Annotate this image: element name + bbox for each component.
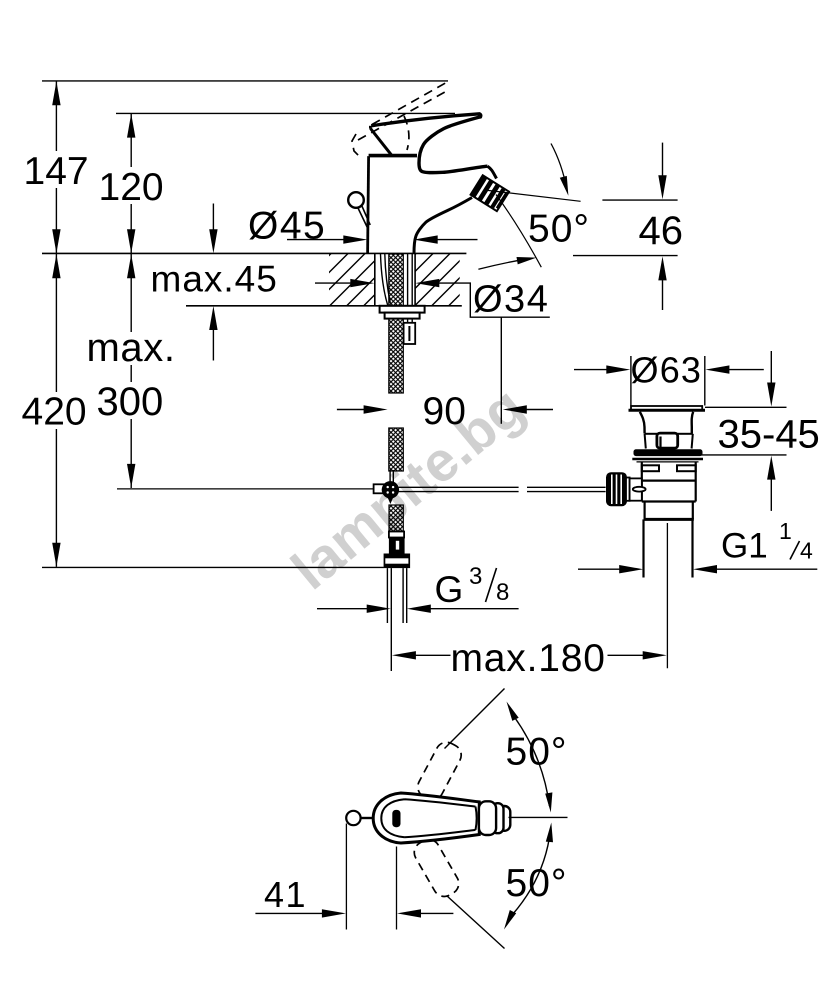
svg-text:max.: max. xyxy=(87,326,176,370)
svg-text:1: 1 xyxy=(779,518,792,544)
svg-text:max.180: max.180 xyxy=(451,637,606,680)
svg-text:3: 3 xyxy=(469,563,482,590)
svg-text:8: 8 xyxy=(496,579,509,606)
svg-text:50°: 50° xyxy=(506,862,568,905)
svg-text:G1: G1 xyxy=(721,526,768,565)
svg-text:420: 420 xyxy=(22,391,87,434)
svg-text:50°: 50° xyxy=(528,208,590,251)
svg-text:Ø63: Ø63 xyxy=(631,349,703,390)
svg-text:147: 147 xyxy=(24,150,89,193)
svg-text:G: G xyxy=(435,569,464,610)
svg-text:41: 41 xyxy=(264,874,307,915)
svg-text:Ø34: Ø34 xyxy=(473,278,549,320)
svg-text:35-45: 35-45 xyxy=(718,413,820,457)
svg-text:300: 300 xyxy=(97,380,164,424)
svg-text:50°: 50° xyxy=(506,731,568,774)
svg-text:4: 4 xyxy=(800,538,813,564)
svg-text:max.45: max.45 xyxy=(151,259,278,300)
svg-text:46: 46 xyxy=(639,209,684,253)
svg-text:120: 120 xyxy=(99,166,164,209)
svg-text:Ø45: Ø45 xyxy=(248,205,326,248)
svg-text:90: 90 xyxy=(423,390,466,433)
